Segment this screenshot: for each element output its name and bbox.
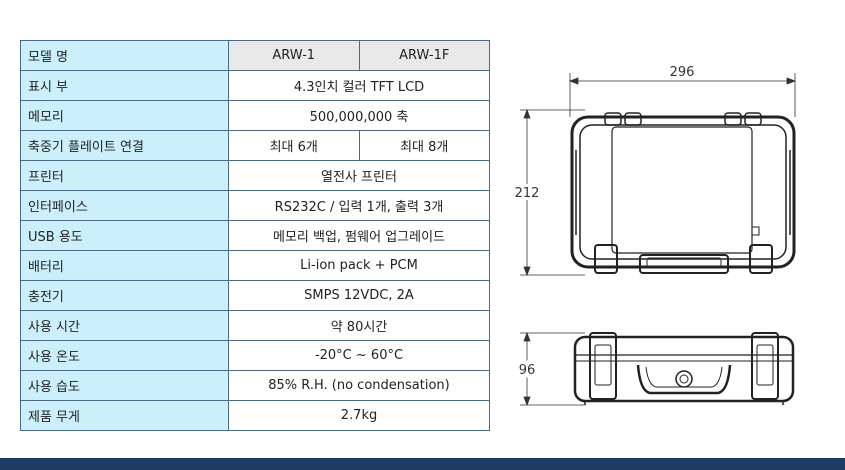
spec-value: 2.7kg <box>228 400 490 431</box>
spec-label: 축중기 플레이트 연결 <box>20 130 229 161</box>
width-dimension <box>568 73 797 117</box>
spec-value: Li-ion pack + PCM <box>228 250 490 281</box>
spec-value: 500,000,000 축 <box>228 100 490 131</box>
spec-label: 사용 온도 <box>20 340 229 371</box>
spec-value: -20°C ~ 60°C <box>228 340 490 371</box>
spec-label: 메모리 <box>20 100 229 131</box>
spec-value: 4.3인치 컬러 TFT LCD <box>228 70 490 101</box>
spec-label: 모델 명 <box>20 40 229 71</box>
spec-label: USB 용도 <box>20 220 229 251</box>
case-dimension-drawing: 296 212 96 <box>512 65 797 407</box>
width-dimension-label: 296 <box>670 65 695 80</box>
spec-label: 배터리 <box>20 250 229 281</box>
spec-value: SMPS 12VDC, 2A <box>228 280 490 311</box>
height-dimension <box>520 108 585 277</box>
spec-label: 사용 시간 <box>20 310 229 341</box>
spec-label: 사용 습도 <box>20 370 229 401</box>
spec-value: RS232C / 입력 1개, 출력 3개 <box>228 190 490 221</box>
spec-label: 프린터 <box>20 160 229 191</box>
depth-dimension <box>520 331 585 407</box>
spec-value: 85% R.H. (no condensation) <box>228 370 490 401</box>
spec-value: 메모리 백업, 펌웨어 업그레이드 <box>228 220 490 251</box>
spec-value: ARW-1 <box>228 40 360 71</box>
case-top-view <box>570 112 796 274</box>
spec-value: 열전사 프린터 <box>228 160 490 191</box>
footer-bar <box>0 458 845 470</box>
depth-dimension-label: 96 <box>519 363 536 378</box>
spec-label: 제품 무게 <box>20 400 229 431</box>
case-front-view <box>573 332 795 405</box>
spec-label: 충전기 <box>20 280 229 311</box>
spec-value: 최대 8개 <box>358 130 490 161</box>
spec-value: 최대 6개 <box>228 130 360 161</box>
spec-value: ARW-1F <box>358 40 490 71</box>
spec-value: 약 80시간 <box>228 310 490 341</box>
spec-row: 사용 온도-20°C ~ 60°C <box>20 340 490 371</box>
height-dimension-label: 212 <box>515 186 540 201</box>
spec-label: 인터페이스 <box>20 190 229 221</box>
spec-label: 표시 부 <box>20 70 229 101</box>
